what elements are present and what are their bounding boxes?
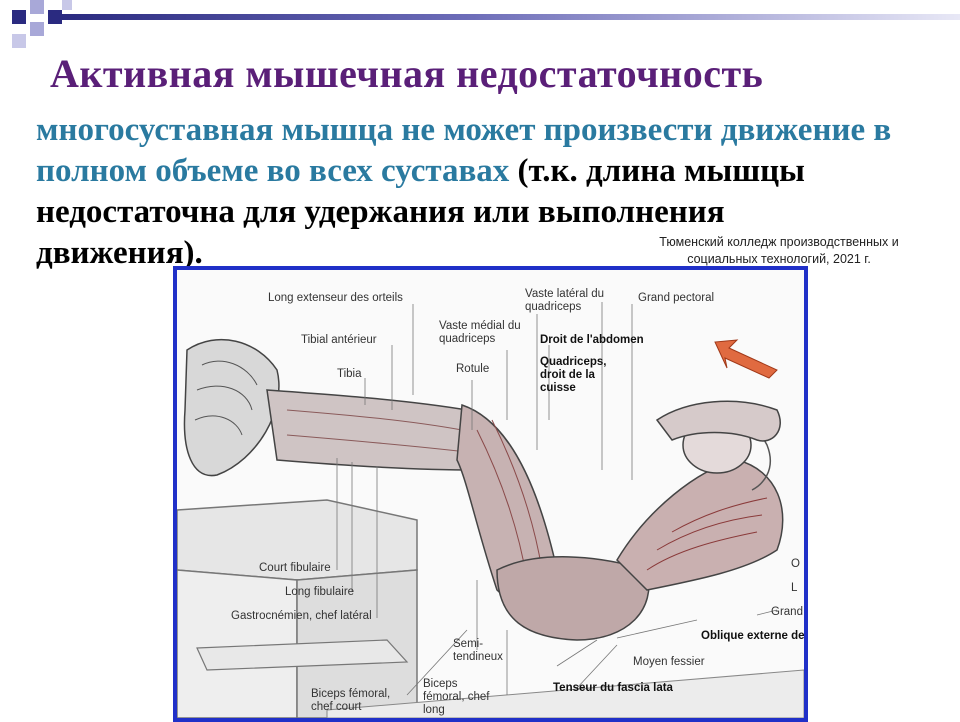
label-tibia: Tibia [337, 368, 362, 380]
label-droit-abdomen: Droit de l'abdomen [540, 334, 644, 346]
label-grand-pectoral: Grand pectoral [638, 292, 715, 304]
anatomy-illustration: Long extenseur des orteils Tibial antéri… [173, 266, 808, 722]
label-court-fibulaire: Court fibulaire [259, 562, 331, 574]
decorative-square-light [62, 0, 72, 10]
label-gastrocnemien: Gastrocnémien, chef latéral [231, 610, 372, 622]
header-rule [60, 14, 960, 20]
decorative-square-dark [12, 10, 26, 24]
label-semi-tendineux: Semi-tendineux [453, 638, 503, 663]
label-grand-dentele: Grand dentelé [771, 606, 804, 618]
label-rotule: Rotule [456, 363, 490, 375]
slide-body-text: многосуставная мышца не может произвести… [36, 110, 896, 274]
body-text-explanation: (т.к. длина мышцы недостаточна для удерж… [36, 153, 805, 271]
credit-caption: Тюменский колледж производственных и соц… [659, 235, 899, 266]
label-vaste-median: Vaste médial du quadriceps [439, 320, 521, 345]
label-biceps-femoral-court: Biceps fémoral, chef court [311, 688, 391, 713]
label-tenseur-fascia: Tenseur du fascia lata [553, 682, 673, 694]
label-oblique-externe: Oblique externe de l'abdomen [701, 630, 805, 642]
anatomy-drawing [177, 302, 804, 718]
label-long-fibulaire: Long fibulaire [285, 586, 355, 598]
slide-title: Активная мышечная недостаточность [50, 51, 764, 96]
label-long-extenseur: Long extenseur des orteils [268, 292, 403, 304]
label-vaste-lateral: Vaste latéral du quadriceps [525, 288, 605, 313]
label-cut-o: O [791, 558, 800, 570]
label-tibial-anterieur: Tibial antérieur [301, 334, 377, 346]
label-biceps-femoral-long: Biceps fémoral, chef long [423, 678, 490, 716]
label-moyen-fessier: Moyen fessier [633, 656, 705, 668]
decorative-square-light [12, 34, 26, 48]
body-text-highlight: многосуставная мышца не может произвести… [36, 112, 892, 189]
decorative-square-light [30, 0, 44, 14]
decorative-square-light [30, 22, 44, 36]
label-quadriceps: Quadriceps, droit de la cuisse [540, 356, 607, 394]
decorative-square-dark [48, 10, 62, 24]
label-cut-l: L [791, 582, 798, 594]
